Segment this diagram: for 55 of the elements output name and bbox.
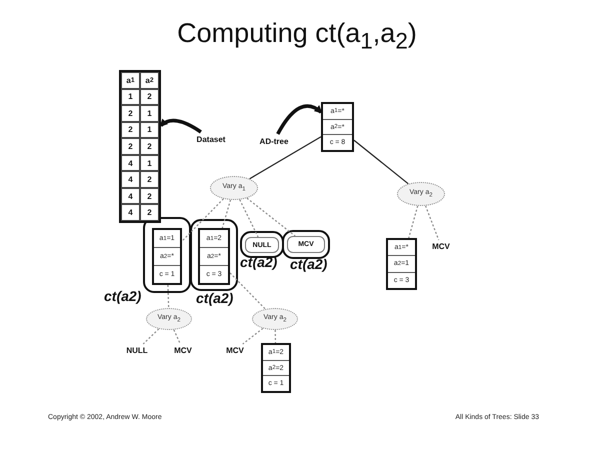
table-cell: 4 <box>121 188 140 204</box>
tree-branch-line <box>242 328 264 344</box>
leaf-node <box>287 236 325 253</box>
node-label: MCV <box>170 344 196 356</box>
tree-branch-line <box>182 198 224 242</box>
table-cell: 2 <box>140 138 159 155</box>
leaf-node <box>245 237 279 253</box>
tree-branch-line <box>239 199 259 238</box>
tree-branch-line <box>142 328 160 344</box>
node-label: MCV <box>428 240 454 252</box>
table-cell: 2 <box>140 204 159 221</box>
tree-branch-line <box>173 330 181 344</box>
dataset-table <box>119 70 161 223</box>
vary-node-ellipse <box>146 308 192 330</box>
annotation-label: ct(a2) <box>240 254 278 270</box>
table-cell: 2 <box>140 171 159 188</box>
table-cell: 4 <box>121 171 140 188</box>
vary-node-ellipse <box>210 176 258 200</box>
node-label: MCV <box>222 344 248 356</box>
table-cell: 2 <box>121 122 140 138</box>
tree-node-box <box>261 343 291 393</box>
table-cell: 4 <box>121 204 140 221</box>
tree-node-box <box>152 228 182 285</box>
vary-node-ellipse <box>397 182 445 206</box>
table-cell: 1 <box>140 122 159 138</box>
table-cell: 1 <box>140 105 159 122</box>
tree-branch-line <box>354 140 409 184</box>
node-label: NULL <box>123 344 151 356</box>
tree-branch-line <box>167 284 170 308</box>
tree-node-box <box>321 102 354 152</box>
tree-branch-line <box>246 198 296 236</box>
curved-arrow <box>159 118 202 134</box>
tree-branch-line <box>424 206 440 240</box>
table-cell: 4 <box>121 154 140 172</box>
table-cell: 1 <box>121 88 140 106</box>
tree-branch-line <box>249 136 322 180</box>
node-label: AD-tree <box>252 134 296 148</box>
tree-node-box <box>198 228 230 285</box>
curved-arrow <box>276 104 323 135</box>
tree-branch-line <box>274 330 276 344</box>
tree-branch-line <box>222 200 232 228</box>
table-cell: 1 <box>140 154 159 172</box>
tree-branch-line <box>230 272 266 310</box>
tree-node-box <box>386 238 417 290</box>
table-cell: 2 <box>121 105 140 122</box>
annotation-label: ct(a2) <box>290 256 328 272</box>
table-cell: 2 <box>140 88 159 106</box>
node-label: Dataset <box>188 132 234 146</box>
annotation-label: ct(a2) <box>104 288 142 304</box>
tree-branch-line <box>408 206 418 238</box>
annotation-label: ct(a2) <box>196 290 234 306</box>
slide-title: Computing ct(a$_{1}$,a$_{2}$) <box>176 18 418 54</box>
table-cell: 2 <box>140 188 159 204</box>
table-cell: 2 <box>121 138 140 155</box>
vary-node-ellipse <box>252 308 298 330</box>
